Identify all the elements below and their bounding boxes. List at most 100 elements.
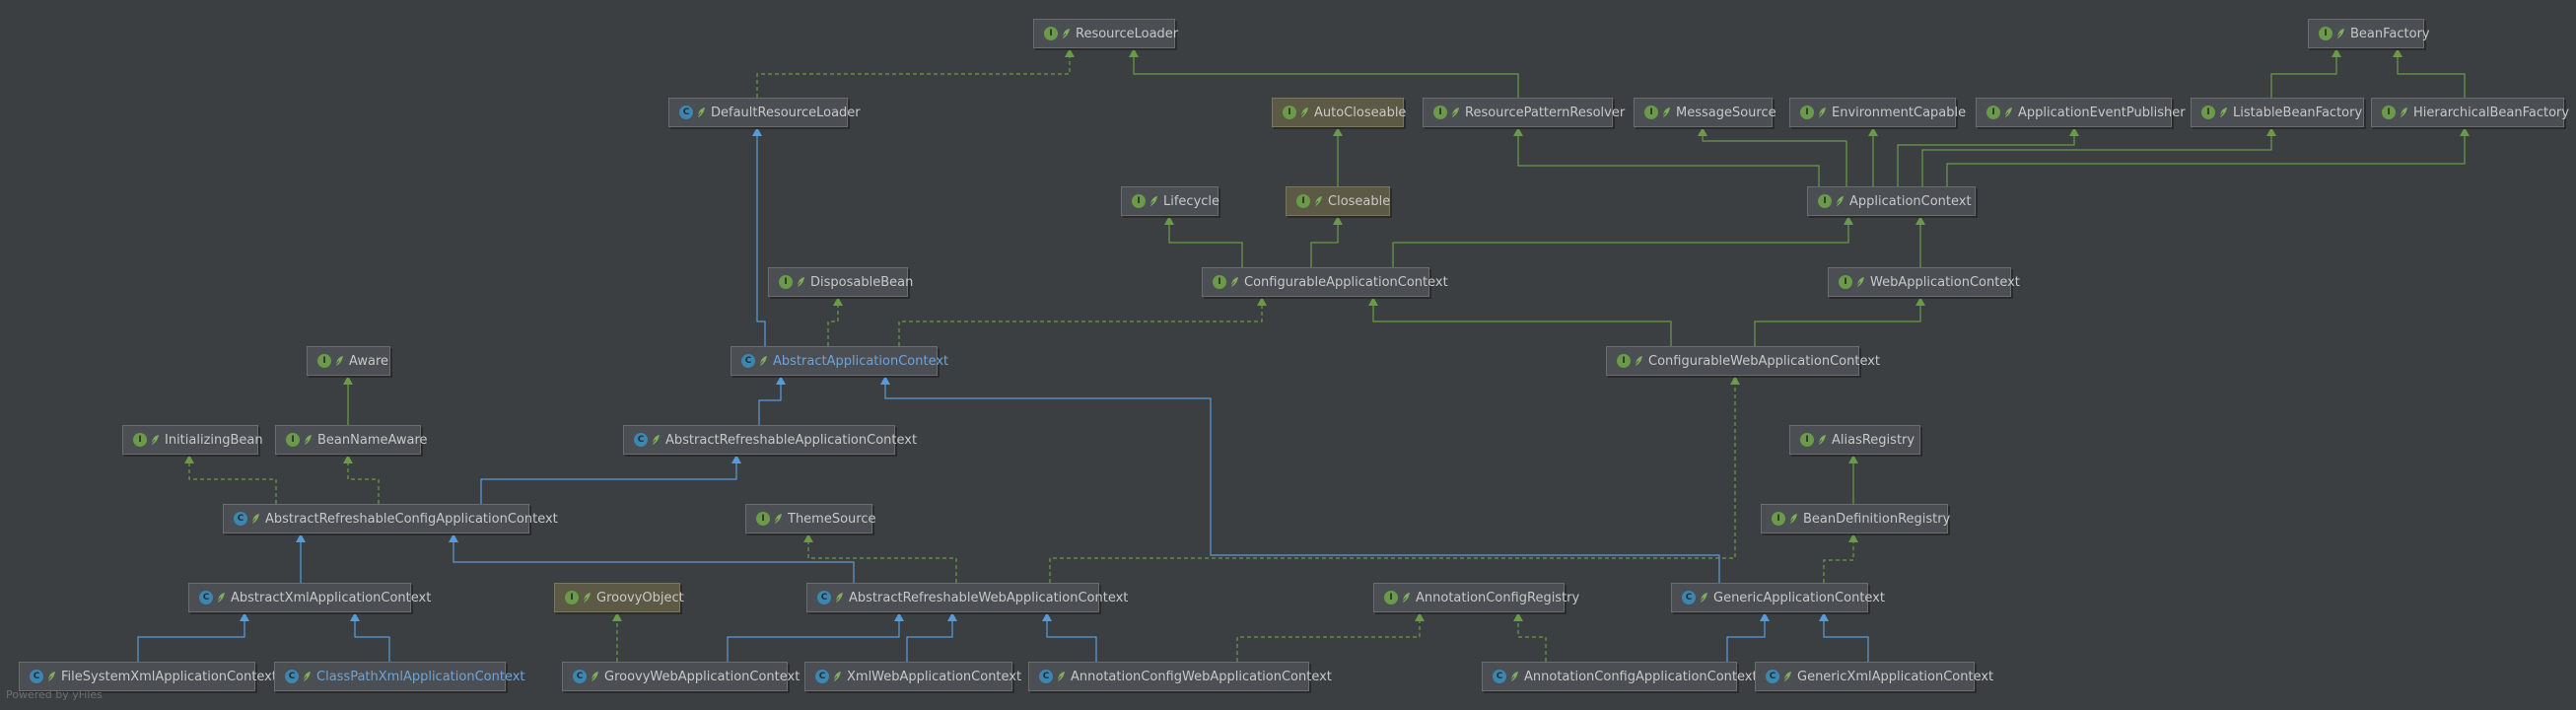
spring-leaf-icon bbox=[1835, 196, 1844, 207]
node-label: AbstractRefreshableConfigApplicationCont… bbox=[265, 511, 558, 527]
edge-abstract-application-context-to-disposable-bean bbox=[827, 297, 843, 346]
node-annotation-config-registry[interactable]: I AnnotationConfigRegistry bbox=[1373, 583, 1579, 612]
arrowhead-icon bbox=[343, 376, 353, 385]
edge-abstract-refreshable-config-application-context-to-initializing-bean bbox=[184, 455, 277, 504]
node-label: GenericXmlApplicationContext bbox=[1797, 669, 1994, 684]
interface-icon: I bbox=[565, 591, 579, 604]
spring-leaf-icon bbox=[1634, 356, 1642, 367]
arrowhead-icon bbox=[2393, 48, 2402, 57]
arrowhead-icon bbox=[296, 533, 306, 542]
edge-application-context-to-listable-bean-factory bbox=[1921, 127, 2276, 186]
edge-application-context-to-resource-pattern-resolver bbox=[1513, 127, 1820, 186]
node-label: AutoCloseable bbox=[1314, 105, 1407, 120]
arrowhead-icon bbox=[350, 612, 360, 621]
node-label: ResourcePatternResolver bbox=[1465, 105, 1626, 120]
edge-groovy-web-application-context-to-abstract-refreshable-web-application-context bbox=[727, 612, 904, 662]
interface-icon: I bbox=[1800, 433, 1814, 447]
node-generic-xml-application-context[interactable]: C GenericXmlApplicationContext bbox=[1755, 662, 1993, 691]
edge-web-application-context-to-application-context bbox=[1915, 216, 1925, 267]
class-icon: C bbox=[1766, 670, 1779, 683]
edge-abstract-refreshable-web-application-context-to-abstract-refreshable-config-application-context bbox=[449, 533, 855, 583]
edge-annotation-config-application-context-to-generic-application-context bbox=[1726, 612, 1770, 662]
interface-icon: I bbox=[1132, 194, 1146, 208]
spring-leaf-icon bbox=[1817, 435, 1826, 446]
spring-leaf-icon bbox=[1450, 107, 1459, 118]
arrowhead-icon bbox=[776, 376, 786, 385]
spring-leaf-icon bbox=[1817, 107, 1826, 118]
arrowhead-icon bbox=[1042, 612, 1052, 621]
edge-annotation-config-application-context-to-annotation-config-registry bbox=[1513, 612, 1547, 662]
interface-icon: I bbox=[2382, 106, 2396, 119]
spring-leaf-icon bbox=[651, 435, 660, 446]
spring-leaf-icon bbox=[1509, 672, 1518, 682]
spring-leaf-icon bbox=[250, 514, 259, 525]
spring-leaf-icon bbox=[590, 672, 598, 682]
spring-leaf-icon bbox=[303, 435, 312, 446]
arrowhead-icon bbox=[1513, 127, 1523, 136]
node-label: BeanDefinitionRegistry bbox=[1803, 511, 1951, 527]
node-label: AnnotationConfigRegistry bbox=[1416, 590, 1580, 605]
interface-icon: I bbox=[133, 433, 147, 447]
arrowhead-icon bbox=[1129, 48, 1139, 57]
interface-icon: I bbox=[317, 354, 331, 368]
node-label: ThemeSource bbox=[788, 511, 876, 527]
arrowhead-icon bbox=[1760, 612, 1770, 621]
spring-leaf-icon bbox=[1061, 29, 1070, 39]
arrowhead-icon bbox=[894, 612, 904, 621]
edge-abstract-refreshable-config-application-context-to-abstract-refreshable-application-context bbox=[480, 455, 741, 504]
interface-icon: I bbox=[1818, 194, 1832, 208]
node-label: BeanNameAware bbox=[317, 432, 428, 448]
edge-abstract-application-context-to-default-resource-loader bbox=[752, 127, 766, 346]
interface-icon: I bbox=[1384, 591, 1398, 604]
spring-leaf-icon bbox=[1313, 196, 1322, 207]
interface-icon: I bbox=[1296, 194, 1310, 208]
node-label: ClassPathXmlApplicationContext bbox=[316, 669, 525, 684]
spring-leaf-icon bbox=[150, 435, 159, 446]
spring-leaf-icon bbox=[1401, 593, 1410, 604]
arrowhead-icon bbox=[2460, 127, 2470, 136]
spring-leaf-icon bbox=[2003, 107, 2012, 118]
spring-leaf-icon bbox=[834, 593, 843, 604]
edge-bean-name-aware-to-aware bbox=[343, 376, 353, 425]
node-label: AbstractXmlApplicationContext bbox=[231, 590, 432, 605]
node-label: Lifecycle bbox=[1163, 193, 1220, 209]
edge-application-context-to-application-event-publisher bbox=[1897, 127, 2079, 186]
node-lifecycle[interactable]: I Lifecycle bbox=[1121, 186, 1220, 216]
